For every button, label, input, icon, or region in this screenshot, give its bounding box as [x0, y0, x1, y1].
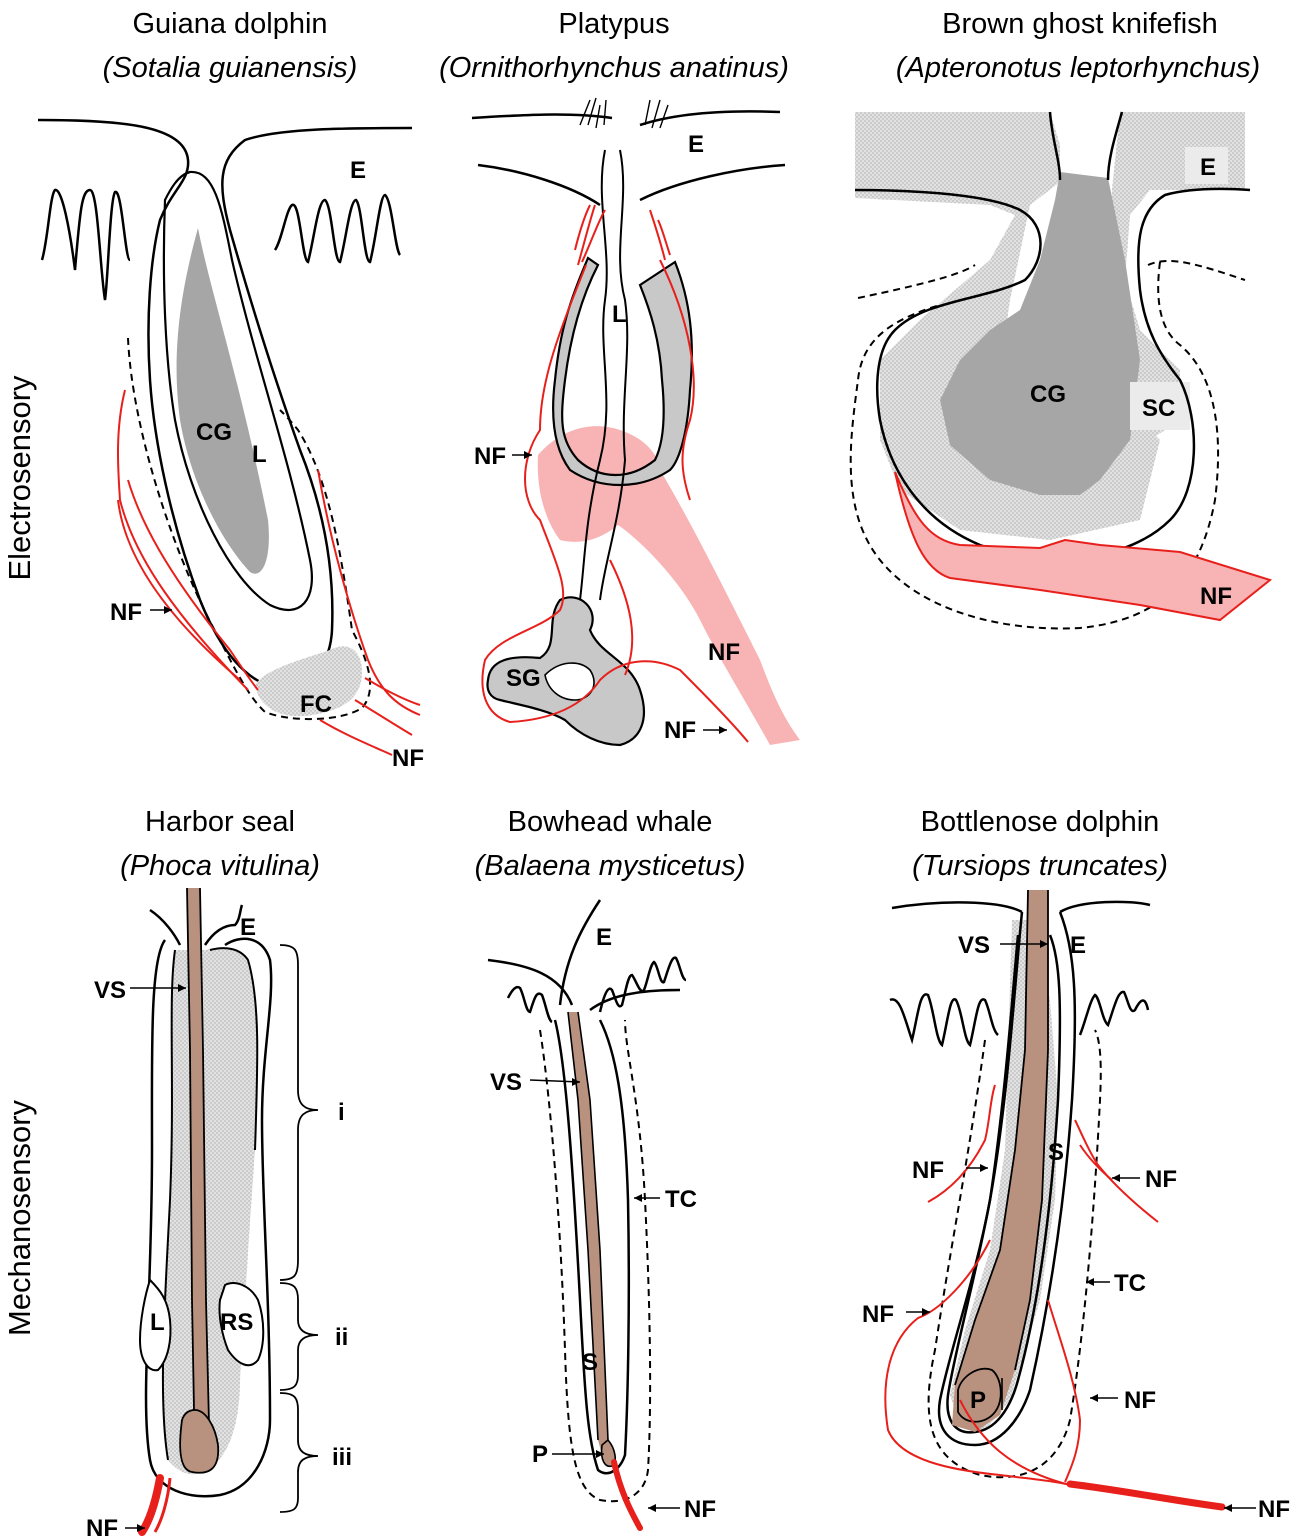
platypus-diagram: [472, 98, 800, 745]
bottlenose-nerve-bundle: [1070, 1484, 1222, 1507]
platypus-epidermis-right: [640, 165, 785, 200]
bowhead-whale-diagram: [488, 900, 686, 1528]
bowhead-nf-arrowhead: [648, 1504, 656, 1512]
guiana-label-nf2: NF: [392, 745, 424, 772]
bowhead-label-e: E: [596, 924, 612, 951]
bowhead-label-s: S: [582, 1349, 598, 1376]
bowhead-tc-arrowhead: [634, 1194, 642, 1202]
platypus-epidermis-left: [478, 165, 600, 205]
bottlenose-left-ridges: [890, 994, 998, 1045]
seal-brace-iii: [280, 1393, 318, 1512]
guiana-cg-gray: [177, 228, 269, 574]
bottlenose-surface: [892, 902, 1150, 912]
guiana-right-ridges: [275, 195, 400, 262]
seal-inner-dotted: [163, 948, 257, 1474]
bowhead-label-nf: NF: [684, 1496, 716, 1523]
bottlenose-nf1-arrowhead: [980, 1164, 988, 1172]
knifefish-label-nf: NF: [1200, 583, 1232, 610]
bottlenose-right-ridges: [1080, 992, 1148, 1035]
bottlenose-label-p: P: [970, 1387, 986, 1414]
knifefish-diagram: [851, 112, 1270, 628]
guiana-label-nf1: NF: [110, 599, 142, 626]
bottlenose-label-vs: VS: [958, 932, 990, 959]
bottlenose-label-e: E: [1070, 932, 1086, 959]
bowhead-right-ridges: [600, 958, 686, 1012]
seal-label-i: i: [338, 1099, 345, 1126]
bottlenose-nf5-arrowhead: [1224, 1504, 1232, 1512]
bowhead-nerve: [614, 1462, 640, 1528]
harbor-seal-diagram: [125, 888, 318, 1532]
bottlenose-label-nf1: NF: [912, 1157, 944, 1184]
platypus-nf2-arrowhead: [719, 726, 727, 734]
knifefish-label-sc: SC: [1142, 395, 1175, 422]
bottlenose-label-tc: TC: [1114, 1270, 1146, 1297]
platypus-label-nf3: NF: [664, 717, 696, 744]
seal-label-ii: ii: [335, 1324, 348, 1351]
bottlenose-label-nf3: NF: [862, 1301, 894, 1328]
bowhead-label-vs: VS: [490, 1069, 522, 1096]
platypus-label-l: L: [612, 301, 627, 328]
bottlenose-label-s: S: [1048, 1139, 1064, 1166]
bowhead-e-line: [560, 900, 600, 1005]
platypus-bristles: [580, 98, 668, 128]
knifefish-label-e: E: [1200, 154, 1216, 181]
seal-label-l: L: [150, 1309, 165, 1336]
guiana-label-e: E: [350, 157, 366, 184]
platypus-label-nf2: NF: [708, 639, 740, 666]
bottlenose-label-nf5: NF: [1258, 1496, 1290, 1523]
seal-label-vs: VS: [94, 977, 126, 1004]
seal-brace-i: [280, 945, 318, 1280]
platypus-label-sg: SG: [506, 665, 541, 692]
platypus-red-tufts-left: [575, 205, 605, 265]
guiana-nerve-right-4: [320, 720, 392, 755]
guiana-left-ridges: [42, 190, 130, 300]
guiana-label-cg: CG: [196, 419, 232, 446]
seal-e-line: [150, 910, 180, 945]
bottlenose-label-nf4: NF: [1124, 1387, 1156, 1414]
platypus-red-tufts-right: [650, 210, 670, 260]
platypus-label-e: E: [688, 131, 704, 158]
bottlenose-dolphin-diagram: [885, 890, 1256, 1512]
guiana-nerve-right-2: [365, 678, 420, 705]
bowhead-label-p: P: [532, 1441, 548, 1468]
seal-label-iii: iii: [332, 1444, 352, 1471]
seal-brace-ii: [280, 1283, 318, 1390]
seal-nerve: [142, 1478, 160, 1532]
seal-label-e: E: [240, 914, 256, 941]
platypus-surface-right: [640, 111, 780, 125]
seal-label-rs: RS: [220, 1309, 253, 1336]
guiana-label-fc: FC: [300, 691, 332, 718]
bottlenose-label-nf2: NF: [1145, 1166, 1177, 1193]
guiana-label-l: L: [252, 441, 267, 468]
seal-label-nf: NF: [86, 1515, 118, 1538]
bowhead-left-ridges: [508, 987, 552, 1022]
guiana-nerve-right-3: [355, 700, 412, 735]
bowhead-label-tc: TC: [665, 1186, 697, 1213]
platypus-label-nf1: NF: [474, 443, 506, 470]
bottlenose-nf4-arrowhead: [1090, 1394, 1098, 1402]
knifefish-label-cg: CG: [1030, 381, 1066, 408]
